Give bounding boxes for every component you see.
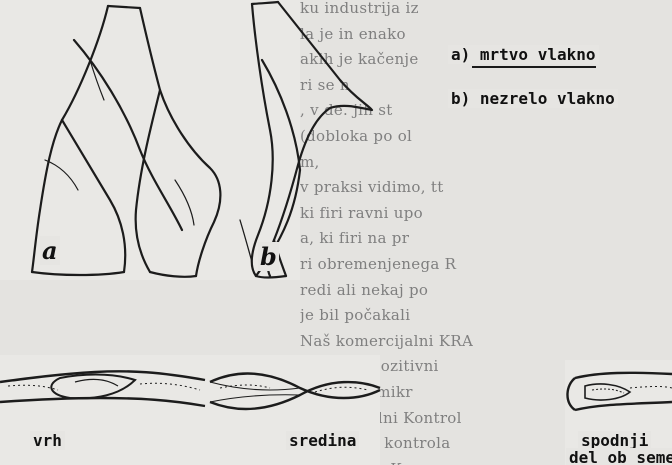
- label-tip: vrh: [30, 431, 65, 450]
- figure-letter-b: b: [258, 242, 279, 271]
- label-base-line2: del ob semenu: [566, 448, 672, 465]
- figure-letter-a: a: [40, 236, 60, 265]
- label-immature-fiber: b) nezrelo vlakno: [448, 89, 618, 108]
- label-middle: sredina: [286, 431, 359, 450]
- underline-dead-fiber: [472, 66, 596, 68]
- label-dead-fiber: a) mrtvo vlakno: [448, 45, 599, 64]
